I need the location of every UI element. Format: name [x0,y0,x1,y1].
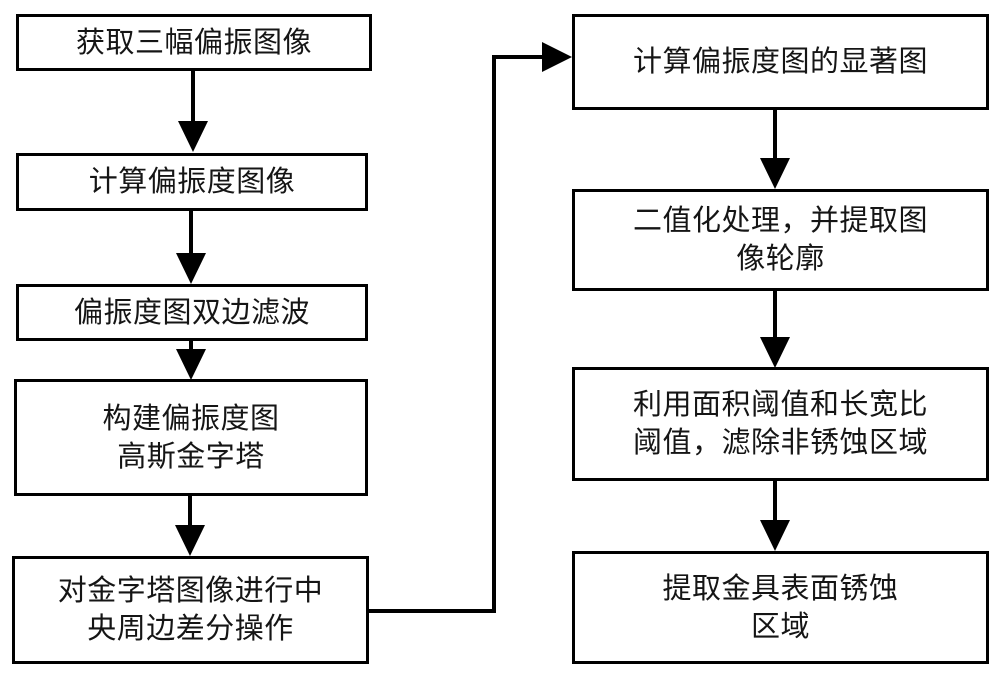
flow-node-label: 计算偏振度图的显著图 [632,44,928,79]
connector-l3-l4-arrowhead-icon [176,349,206,380]
connector-r3-r4-line [773,481,777,525]
connector-l5-r1-horizontal-upper [492,55,550,59]
connector-l5-r1-arrowhead-icon [542,42,572,72]
flow-node-label: 二值化处理，并提取图 像轮廓 [632,203,928,275]
flow-node-center-surround-difference[interactable]: 对金字塔图像进行中 央周边差分操作 [12,556,369,664]
flow-node-build-gaussian-pyramid[interactable]: 构建偏振度图 高斯金字塔 [14,379,368,496]
flow-node-extract-rust-region[interactable]: 提取金具表面锈蚀 区域 [572,551,989,664]
connector-l1-l2-line [191,71,195,131]
connector-l1-l2-arrowhead-icon [178,121,208,152]
connector-r1-r2-line [773,110,777,171]
flow-node-label: 利用面积阈值和长宽比 阈值，滤除非锈蚀区域 [632,387,928,459]
connector-r2-r3-line [773,291,777,347]
connector-l4-l5-arrowhead-icon [175,525,205,556]
flow-node-compute-saliency-map[interactable]: 计算偏振度图的显著图 [572,14,989,110]
connector-l5-r1-horizontal-lower [369,609,496,613]
connector-l5-r1-vertical [492,55,496,611]
flow-node-compute-dop-image[interactable]: 计算偏振度图像 [16,153,368,211]
flow-node-label: 获取三幅偏振图像 [75,24,312,59]
flow-node-acquire-polarization-images[interactable]: 获取三幅偏振图像 [16,14,372,71]
connector-r3-r4-arrowhead-icon [760,520,790,551]
flow-node-bilateral-filter-dop[interactable]: 偏振度图双边滤波 [16,284,368,341]
flow-node-area-and-aspect-ratio-threshold[interactable]: 利用面积阈值和长宽比 阈值，滤除非锈蚀区域 [572,367,989,481]
connector-l2-l3-line [189,211,193,273]
flow-node-label: 提取金具表面锈蚀 区域 [662,570,899,643]
flow-node-binarize-and-extract-contour[interactable]: 二值化处理，并提取图 像轮廓 [572,189,989,291]
flow-node-label: 对金字塔图像进行中 央周边差分操作 [57,573,324,645]
flow-node-label: 计算偏振度图像 [88,164,296,199]
connector-r1-r2-arrowhead-icon [760,158,790,189]
connector-l4-l5-line [188,496,192,534]
connector-l2-l3-arrowhead-icon [176,253,206,284]
flow-node-label: 偏振度图双边滤波 [73,294,310,329]
connector-r2-r3-arrowhead-icon [760,337,790,368]
flow-node-label: 构建偏振度图 高斯金字塔 [102,400,280,473]
